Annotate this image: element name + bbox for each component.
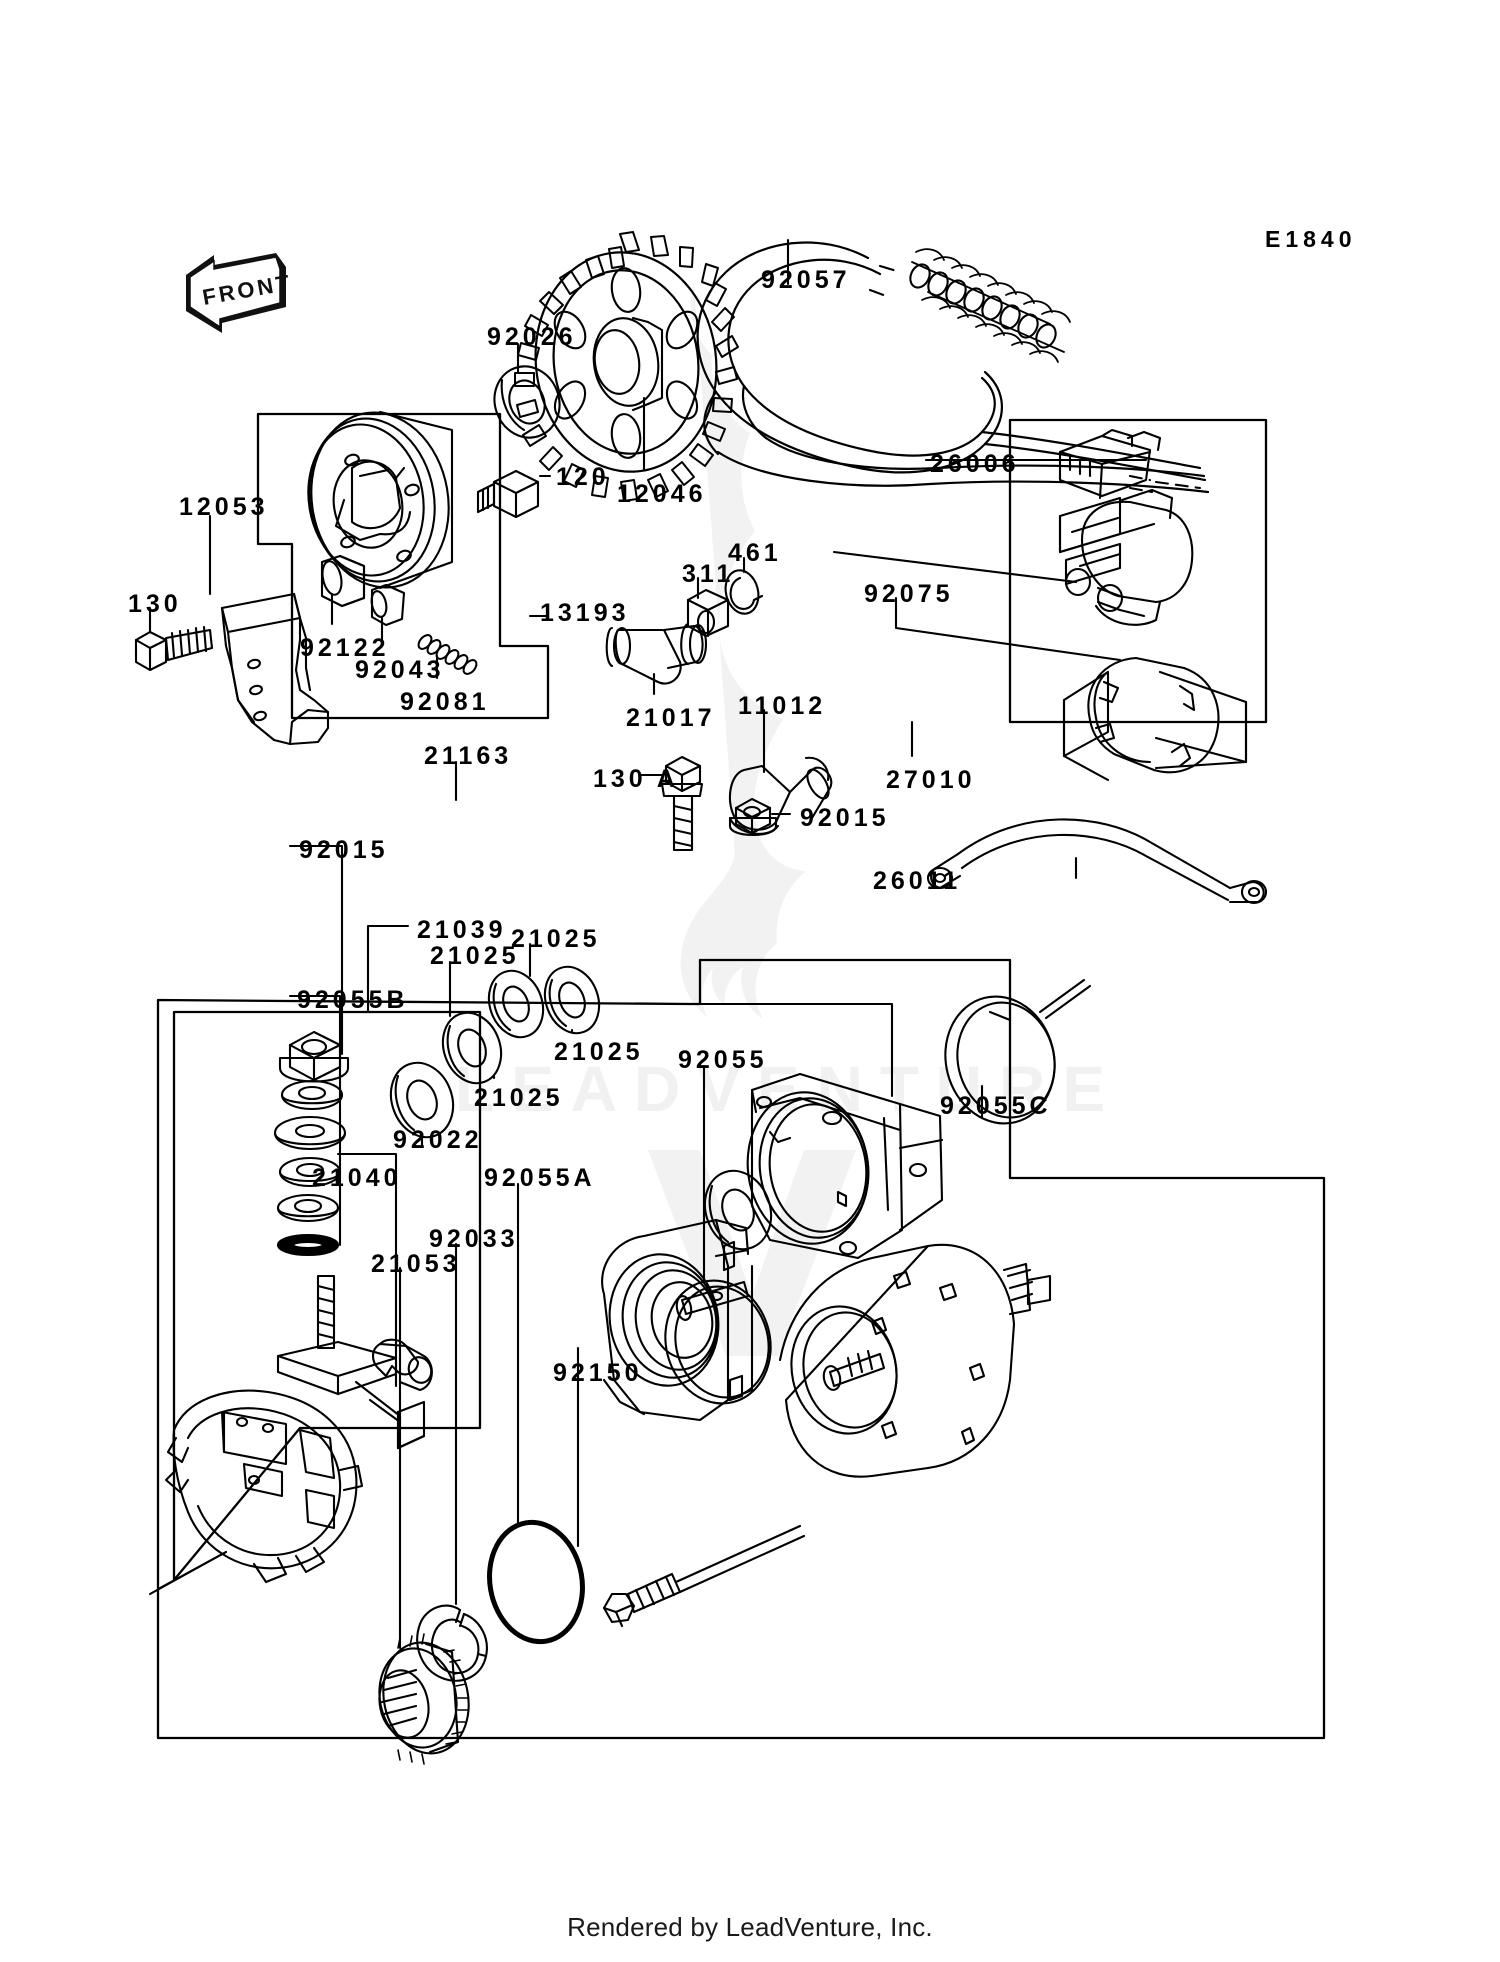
brush-21040 <box>371 1338 433 1392</box>
diagram-code: E1840 <box>1265 226 1357 252</box>
part-label-92043: 92043 <box>355 656 445 684</box>
part-label-130: 130 <box>128 590 182 618</box>
part-label-26006: 26006 <box>930 450 1020 478</box>
part-label-92055C: 92055C <box>940 1092 1052 1120</box>
washer-stack-21039 <box>273 1079 347 1223</box>
terminal-21017 <box>605 622 708 685</box>
snapring-92033 <box>416 1604 488 1682</box>
nut-92015-left <box>278 1030 350 1083</box>
box-21163 <box>156 958 1326 1740</box>
bolt-92150 <box>602 1524 806 1628</box>
part-label-92122: 92122 <box>300 634 390 662</box>
oring-92055C <box>944 978 1092 1125</box>
fuse-26006 <box>1058 428 1162 500</box>
part-label-92081: 92081 <box>400 688 490 716</box>
part-label-92055: 92055 <box>678 1046 768 1074</box>
bolt-130A <box>660 755 704 852</box>
footer-credit: Rendered by LeadVenture, Inc. <box>567 1912 933 1942</box>
nut-92015-right <box>728 797 778 836</box>
clamp-92075 <box>1062 656 1248 782</box>
washer-row <box>389 965 773 1251</box>
part-label-92026: 92026 <box>487 323 577 351</box>
part-label-92055A: 92055A <box>484 1164 596 1192</box>
part-label-12053: 12053 <box>179 493 269 521</box>
watermark-text: LEADVENTURE <box>455 1053 1123 1125</box>
part-label-12046: 12046 <box>617 480 707 508</box>
chain-92057 <box>696 241 1210 494</box>
gear-21053 <box>378 1633 470 1765</box>
front-housing <box>601 1218 754 1422</box>
roller-92122 <box>320 554 366 608</box>
part-label-92015b: 92015 <box>299 836 389 864</box>
sprocket-12046 <box>514 231 739 502</box>
guide-12053 <box>220 592 330 746</box>
part-label-21025b: 21025 <box>430 942 520 970</box>
part-label-21025d: 21025 <box>474 1084 564 1112</box>
pin-92043 <box>370 583 406 627</box>
part-label-92057: 92057 <box>761 266 851 294</box>
chain-links <box>909 248 1071 363</box>
part-label-21025a: 21025 <box>511 925 601 953</box>
part-label-27010: 27010 <box>886 766 976 794</box>
part-label-120: 120 <box>556 463 610 491</box>
part-label-21039: 21039 <box>417 916 507 944</box>
part-label-21053: 21053 <box>371 1250 461 1278</box>
part-label-92075: 92075 <box>864 580 954 608</box>
part-label-11012: 11012 <box>738 692 827 720</box>
part-label-92015: 92015 <box>800 804 890 832</box>
part-label-92150: 92150 <box>553 1359 643 1387</box>
motor-body <box>778 1243 1052 1478</box>
box-27010 <box>1008 418 1268 724</box>
oring-92055A <box>487 1519 585 1645</box>
brush-holder <box>148 1389 364 1596</box>
bolt-130 <box>134 625 214 672</box>
part-label-21040: 21040 <box>312 1164 402 1192</box>
washer-461 <box>724 569 764 615</box>
box-21039 <box>172 1010 482 1582</box>
nut-311 <box>686 588 730 638</box>
part-label-92022: 92022 <box>393 1126 483 1154</box>
box-13193 <box>256 412 550 720</box>
part-label-13193: 13193 <box>540 599 630 627</box>
part-label-92033: 92033 <box>429 1225 519 1253</box>
part-label-130A: 130 A <box>593 765 679 793</box>
cable-26011 <box>926 818 1268 905</box>
part-label-21025c: 21025 <box>554 1038 644 1066</box>
part-label-21017: 21017 <box>626 704 716 732</box>
leader-lines <box>148 238 1148 1650</box>
bolt-120 <box>476 469 540 519</box>
part-label-311: 311 <box>682 560 735 588</box>
part-label-21163: 21163 <box>424 742 513 770</box>
oring-92055 <box>664 1279 772 1405</box>
part-label-26011: 26011 <box>873 867 962 895</box>
front-indicator-icon: FRONT <box>186 253 294 333</box>
oring-92055B <box>276 1233 340 1257</box>
clutch-assembly <box>307 410 454 590</box>
spring-92081 <box>417 634 478 675</box>
part-label-461: 461 <box>728 539 782 567</box>
starter-housing <box>746 1072 944 1260</box>
part-label-92055B: 92055B <box>297 986 409 1014</box>
relay-body <box>1058 488 1194 626</box>
